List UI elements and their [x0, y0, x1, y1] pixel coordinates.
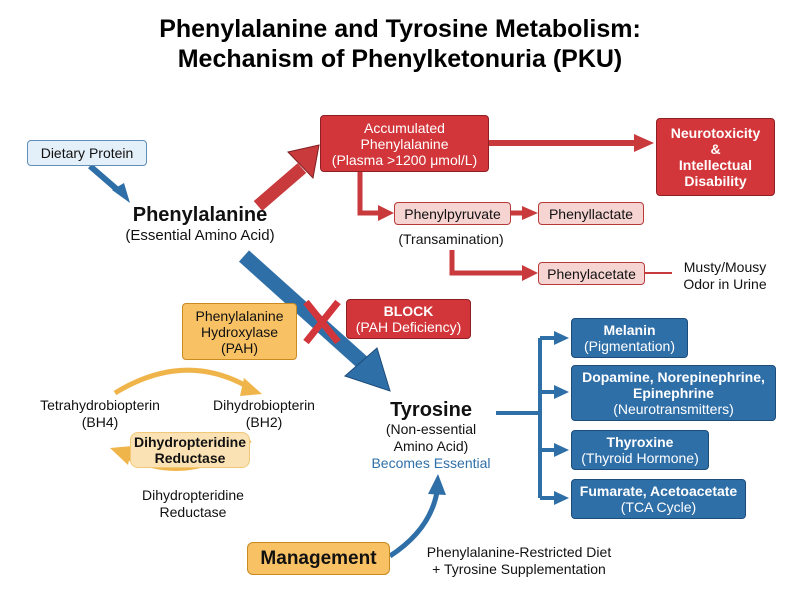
arrowhead-melanin [554, 331, 569, 345]
tyrosine-name: Tyrosine [390, 399, 472, 421]
fumarate-sub: (TCA Cycle) [620, 499, 697, 515]
arrow-dietary-to-phe [88, 163, 122, 195]
catecholamines-node: Dopamine, Norepinephrine, Epinephrine (N… [571, 365, 776, 421]
diagram-title: Phenylalanine and Tyrosine Metabolism: M… [0, 14, 800, 74]
arrowhead-phenylpyruvate [378, 205, 394, 221]
arrow-accumulated-to-phenylpyruvate [357, 172, 380, 216]
cycle-arrowhead-top [240, 378, 262, 396]
arrow-management-to-tyrosine [388, 491, 440, 559]
block-line-1: BLOCK [383, 303, 434, 319]
thyroxine-name: Thyroxine [606, 434, 674, 450]
phenylacetate-node: Phenylacetate [538, 262, 645, 285]
title-line-1: Phenylalanine and Tyrosine Metabolism: [159, 15, 641, 43]
arrowhead-tyrosine [344, 347, 391, 392]
pah-line-1: Phenylalanine [195, 307, 284, 324]
pah-line-3: (PAH) [220, 339, 259, 356]
accumulated-line-2: Phenylalanine [360, 135, 449, 152]
melanin-name: Melanin [603, 322, 656, 338]
arrowhead-fumarate [554, 491, 569, 505]
block-node: BLOCK (PAH Deficiency) [346, 299, 471, 339]
catecholamines-sub: (Neurotransmitters) [613, 401, 734, 417]
management-text: Phenylalanine-Restricted Diet + Tyrosine… [403, 544, 635, 578]
odor-line-1: Musty/Mousy [683, 259, 767, 275]
arrowhead-catecholamines [554, 385, 569, 399]
arrowhead-accumulated [287, 144, 320, 180]
dhpr-inner-line-1: Dihydropteridine [133, 434, 246, 450]
dhpr-outer-line-1: Dihydropteridine [142, 487, 244, 503]
transamination-label: (Transamination) [398, 231, 504, 247]
catecholamines-line-1: Dopamine, Norepinephrine, [582, 369, 765, 385]
neurotoxicity-line-4: Disability [684, 173, 747, 189]
arrowhead-phenyllactate [522, 206, 538, 220]
arrowhead-neuro [634, 134, 654, 152]
phenylalanine-node: Phenylalanine (Essential Amino Acid) [105, 204, 295, 244]
thyroxine-sub: (Thyroid Hormone) [581, 450, 699, 466]
melanin-node: Melanin (Pigmentation) [571, 318, 688, 358]
phenylacetate-label: Phenylacetate [547, 265, 636, 282]
arrow-phe-to-tyrosine [238, 250, 368, 368]
tyrosine-line-1: (Non-essential [385, 421, 477, 437]
odor-line-2: Odor in Urine [683, 276, 767, 292]
dhpr-inner-line-2: Reductase [154, 450, 226, 466]
block-line-2: (PAH Deficiency) [355, 319, 462, 335]
accumulated-phenylalanine-node: Accumulated Phenylalanine (Plasma >1200 … [320, 115, 489, 172]
arrowhead-phenylacetate [522, 265, 538, 281]
neurotoxicity-line-1: Neurotoxicity [670, 125, 761, 141]
odor-note: Musty/Mousy Odor in Urine [672, 259, 778, 293]
management-line-2: + Tyrosine Supplementation [432, 561, 606, 577]
title-line-2: Mechanism of Phenylketonuria (PKU) [177, 45, 623, 73]
neurotoxicity-node: Neurotoxicity & Intellectual Disability [656, 118, 775, 196]
bh2-line-2: (BH2) [245, 414, 283, 430]
arrowhead-dietary [112, 183, 130, 203]
tyrosine-line-2: Amino Acid) [393, 438, 469, 454]
accumulated-line-3: (Plasma >1200 μmol/L) [331, 151, 478, 168]
cycle-arrow-top [113, 367, 252, 396]
dietary-protein-node: Dietary Protein [27, 140, 147, 166]
phenylalanine-note: (Essential Amino Acid) [125, 227, 275, 244]
dhpr-outer-line-2: Reductase [159, 504, 227, 520]
catecholamines-line-2: Epinephrine [633, 385, 714, 401]
pah-enzyme-node: Phenylalanine Hydroxylase (PAH) [182, 303, 297, 360]
dietary-protein-label: Dietary Protein [40, 145, 134, 161]
arrow-phe-to-accumulated [253, 163, 307, 211]
arrowhead-management [428, 474, 446, 495]
melanin-sub: (Pigmentation) [583, 338, 676, 354]
tyrosine-note: Becomes Essential [371, 455, 491, 471]
pah-line-2: Hydroxylase [200, 323, 279, 340]
phenyllactate-node: Phenyllactate [538, 202, 644, 225]
fumarate-node: Fumarate, Acetoacetate (TCA Cycle) [571, 479, 746, 519]
fumarate-name: Fumarate, Acetoacetate [579, 483, 738, 499]
phenylalanine-name: Phenylalanine [132, 204, 268, 226]
accumulated-line-1: Accumulated [364, 119, 445, 136]
management-node: Management [247, 542, 390, 575]
bh2-line-1: Dihydrobiopterin [213, 397, 315, 413]
tyrosine-node: Tyrosine (Non-essential Amino Acid) Beco… [364, 399, 498, 472]
dhpr-outer-label: Dihydropteridine Reductase [118, 487, 268, 521]
dhpr-inner-node: Dihydropteridine Reductase [130, 432, 250, 468]
phenylpyruvate-node: Phenylpyruvate [394, 202, 511, 225]
management-line-1: Phenylalanine-Restricted Diet [426, 544, 612, 560]
bh2-label: Dihydrobiopterin (BH2) [201, 397, 327, 431]
thyroxine-node: Thyroxine (Thyroid Hormone) [571, 430, 709, 470]
management-label: Management [260, 547, 377, 569]
phenyllactate-label: Phenyllactate [548, 205, 634, 222]
neurotoxicity-line-3: Intellectual [678, 157, 753, 173]
neurotoxicity-line-2: & [710, 141, 721, 157]
bh4-line-2: (BH4) [81, 414, 119, 430]
arrowhead-thyroxine [554, 443, 569, 457]
bh4-line-1: Tetrahydrobiopterin [40, 397, 160, 413]
arrow-to-phenylacetate [449, 250, 524, 276]
phenylpyruvate-label: Phenylpyruvate [404, 205, 501, 222]
cycle-arrowhead-bottom [110, 446, 132, 465]
bh4-label: Tetrahydrobiopterin (BH4) [28, 397, 172, 431]
